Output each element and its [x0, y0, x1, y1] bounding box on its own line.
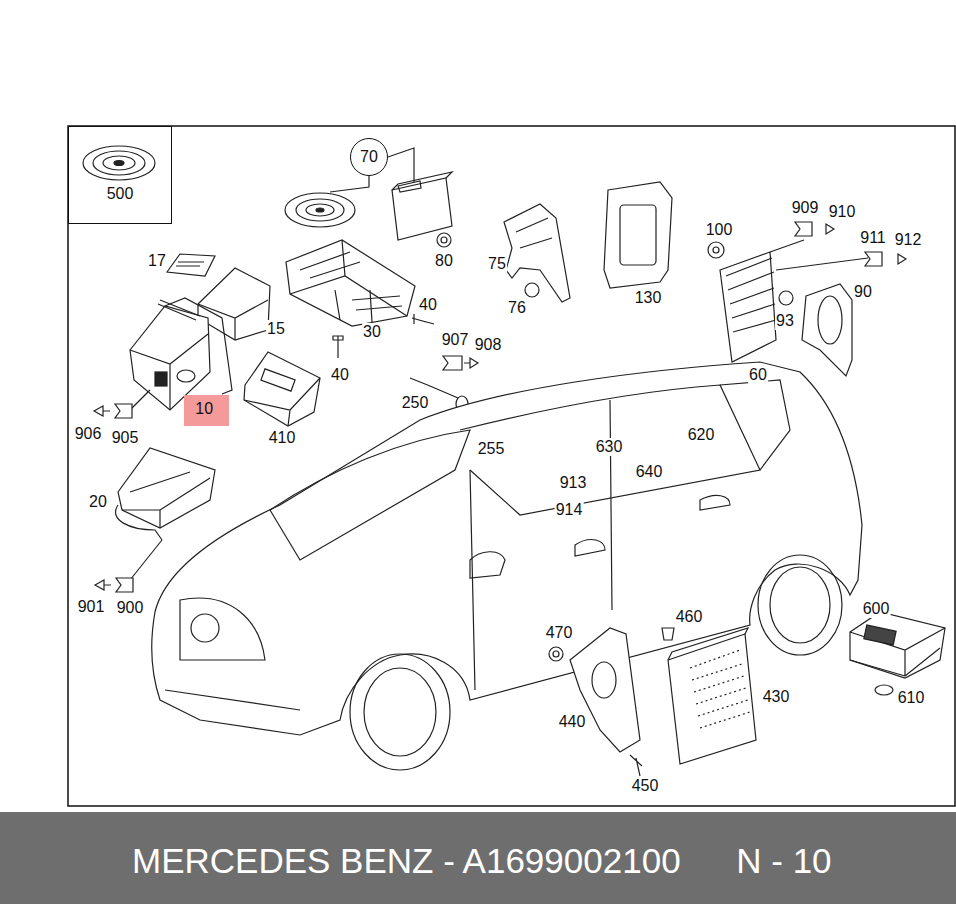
callout-number: 912 [894, 231, 923, 249]
callout-number: 15 [266, 320, 286, 338]
callout-number: 17 [147, 252, 167, 270]
caption-band: MERCEDES BENZ - A1699002100 N - 10 [0, 812, 956, 904]
callout-number: 90 [853, 283, 873, 301]
callout-number: 255 [477, 440, 506, 458]
caption-text: MERCEDES BENZ - A1699002100 [132, 842, 681, 877]
callout-number: 60 [748, 366, 768, 384]
callout-number: 900 [116, 599, 145, 617]
callout-number: 908 [474, 336, 503, 354]
callout-number: 620 [687, 426, 716, 444]
callout-number: 914 [555, 501, 584, 519]
callout-number: 910 [828, 203, 857, 221]
callout-number: 30 [362, 323, 382, 341]
callout-number: 470 [545, 624, 574, 642]
callout-number: 905 [111, 429, 140, 447]
callout-number: 100 [705, 221, 734, 239]
callout-number: 410 [268, 429, 297, 447]
callout-number: 20 [88, 493, 108, 511]
callout-number: 600 [862, 600, 891, 618]
callout-number: 901 [77, 598, 106, 616]
callout-number: 440 [558, 713, 587, 731]
callout-number: 450 [631, 777, 660, 795]
callout-number: 460 [675, 608, 704, 626]
callout-number: 75 [487, 255, 507, 273]
callout-number: 250 [401, 394, 430, 412]
callout-number: 907 [441, 331, 470, 349]
callout-number: 70 [360, 149, 378, 165]
callout-number: 40 [418, 296, 438, 314]
callout-number: 80 [434, 252, 454, 270]
caption-text: N - 10 [736, 842, 831, 877]
callout-number: 130 [634, 289, 663, 307]
callout-number: 93 [775, 312, 795, 330]
callout-box: 10 [184, 395, 229, 426]
callout-box: 500 [68, 126, 172, 224]
callout-number: 500 [107, 186, 134, 202]
callout-number: 10 [195, 401, 213, 417]
callout-number: 630 [595, 438, 624, 456]
callout-number: 906 [74, 425, 103, 443]
callout-number: 430 [762, 688, 791, 706]
callout-number: 610 [897, 689, 926, 707]
callout-number: 640 [635, 463, 664, 481]
callout-number: 913 [559, 474, 588, 492]
callout-number: 76 [507, 299, 527, 317]
callout-circle: 70 [350, 138, 388, 176]
callout-number: 40 [330, 366, 350, 384]
callout-number: 909 [791, 199, 820, 217]
callout-number: 911 [859, 229, 887, 247]
